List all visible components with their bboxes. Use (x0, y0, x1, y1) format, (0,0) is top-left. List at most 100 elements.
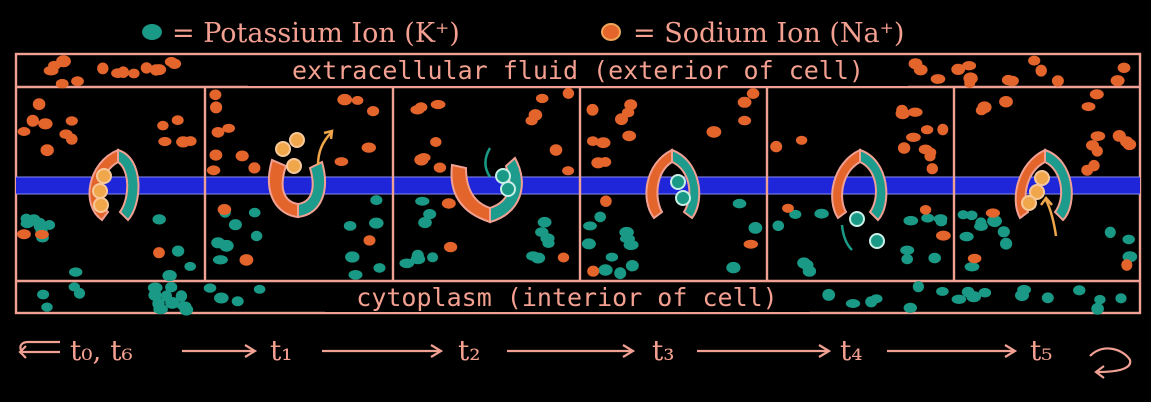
potassium-ion (598, 264, 613, 276)
sodium-ion-bound (96, 168, 112, 184)
sodium-ion (217, 204, 232, 215)
sodium-ion (444, 241, 458, 253)
potassium-ion (1000, 237, 1013, 250)
cell-membrane (16, 177, 1140, 194)
sodium-ion (951, 63, 966, 75)
sodium-ion-bound (92, 183, 108, 199)
potassium-ion (814, 208, 829, 219)
potassium-ion (370, 195, 383, 206)
sodium-ion (1091, 145, 1103, 157)
potassium-ion (348, 270, 363, 280)
panel-ions (17, 87, 1138, 282)
potassium-ion (581, 238, 596, 250)
potassium-ion (594, 211, 606, 223)
sodium-ion (967, 253, 982, 264)
pump-teal-subunit (1044, 148, 1073, 222)
binding-arrow (1044, 199, 1058, 237)
sodium-ion (1110, 75, 1125, 87)
pump-orange-subunit (645, 148, 673, 220)
sodium-ion (1090, 131, 1106, 142)
sodium-ion-released (289, 132, 305, 148)
time-label-t0-t6: t₀, t₆ (70, 334, 133, 367)
sodium-ion-released (286, 158, 302, 174)
sodium-ion (184, 136, 197, 147)
sodium-ion (562, 87, 575, 99)
potassium-ion (399, 258, 415, 269)
pump-teal-subunit (671, 148, 701, 220)
sodium-ion-bound (93, 197, 109, 213)
sodium-ion (430, 99, 446, 110)
potassium-ion (748, 222, 763, 234)
potassium-ion (345, 251, 360, 263)
sodium-ion (414, 102, 428, 113)
legend: = Potassium Ion (K⁺) = Sodium Ion (Na⁺) (142, 18, 904, 49)
sodium-ion (211, 127, 225, 138)
pump-teal-subunit (297, 160, 326, 219)
sodium-ion (210, 101, 223, 114)
release-arrow (316, 132, 332, 166)
binding-arrow (484, 147, 492, 178)
sodium-ion (586, 103, 599, 116)
potassium-ion (822, 288, 836, 301)
sodium-ion (624, 99, 638, 111)
potassium-ion (1091, 302, 1104, 315)
sodium-ion (153, 247, 165, 259)
sodium-ion (999, 96, 1013, 108)
potassium-ion (214, 292, 229, 304)
cycle-return-arrow (1089, 347, 1132, 374)
sodium-ion (430, 137, 442, 147)
potassium-ion (614, 267, 627, 280)
interior-label: cytoplasm (interior of cell) (356, 283, 777, 312)
potassium-ion (726, 261, 741, 274)
potassium-ion (865, 296, 878, 308)
sodium-ion (235, 150, 249, 162)
sodium-ion (897, 142, 911, 154)
potassium-ion (171, 245, 185, 257)
sodium-ion (706, 126, 722, 138)
release-arrow (840, 224, 853, 251)
sodium-ion (782, 203, 794, 213)
sodium-ion (239, 254, 254, 266)
sodium-ion (743, 239, 758, 249)
sodium-ion (38, 118, 53, 130)
potassium-ion (175, 290, 188, 302)
release-arrow-head (323, 129, 334, 140)
potassium-ion (165, 282, 178, 293)
potassium-ion (526, 251, 540, 261)
potassium-ion-binding (495, 168, 511, 184)
sodium-ion (562, 166, 575, 176)
potassium-ion (165, 297, 180, 309)
potassium-ion (772, 220, 785, 232)
sodium-ion (587, 265, 600, 277)
sodium-ion (1117, 62, 1131, 73)
sodium-ion (140, 62, 153, 74)
potassium-ion (957, 210, 969, 220)
legend-sodium-label: = Sodium Ion (Na⁺) (633, 18, 904, 49)
potassium-ion (179, 304, 194, 316)
sodium-ion (206, 165, 221, 176)
sodium-ion (152, 64, 167, 76)
potassium-ion (974, 221, 988, 231)
sodium-ion (40, 144, 54, 157)
sodium-ion (930, 74, 946, 84)
potassium-ion (900, 245, 915, 255)
potassium-ion (623, 239, 639, 251)
potassium-ion (152, 214, 166, 225)
time-label-t3: t₃ (652, 334, 674, 367)
time-label-t4: t₄ (840, 334, 862, 367)
potassium-ion-released (849, 211, 865, 227)
potassium-ion (203, 283, 217, 293)
sodium-ion (920, 125, 934, 135)
sodium-ion (1081, 164, 1094, 176)
pump-teal-subunit (489, 156, 523, 224)
sodium-ion (737, 96, 752, 108)
sodium-ion (908, 58, 923, 70)
pump-state-t3 (645, 148, 701, 220)
exterior-band-ions (43, 55, 1131, 89)
potassium-ion (802, 265, 817, 277)
sodium-ion-binding (1029, 184, 1045, 200)
sodium-ion (128, 68, 140, 79)
potassium-ion (933, 214, 948, 224)
potassium-ion (732, 198, 747, 209)
